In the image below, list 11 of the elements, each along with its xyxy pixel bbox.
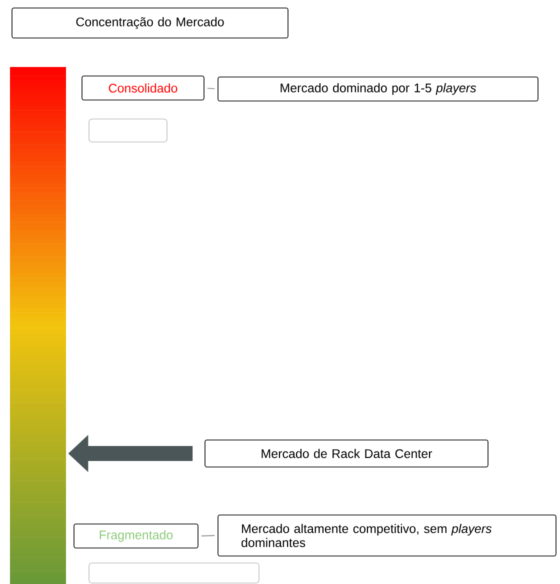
label-box: Fragmentado	[74, 524, 198, 548]
empty-box	[88, 562, 260, 584]
gradient-bar	[10, 67, 66, 584]
description-box: Mercado altamente competitivo, sem players dominantes	[218, 514, 556, 556]
heading-box: Concentração do Mercado	[12, 8, 288, 38]
connector-dash	[201, 535, 215, 536]
description-box: Mercado dominado por 1-5 players	[218, 76, 538, 102]
empty-box	[88, 118, 168, 142]
label-box: Mercado de Rack Data Center	[204, 440, 488, 468]
label-box: Consolidado	[82, 76, 204, 100]
connector-dash	[206, 88, 216, 90]
